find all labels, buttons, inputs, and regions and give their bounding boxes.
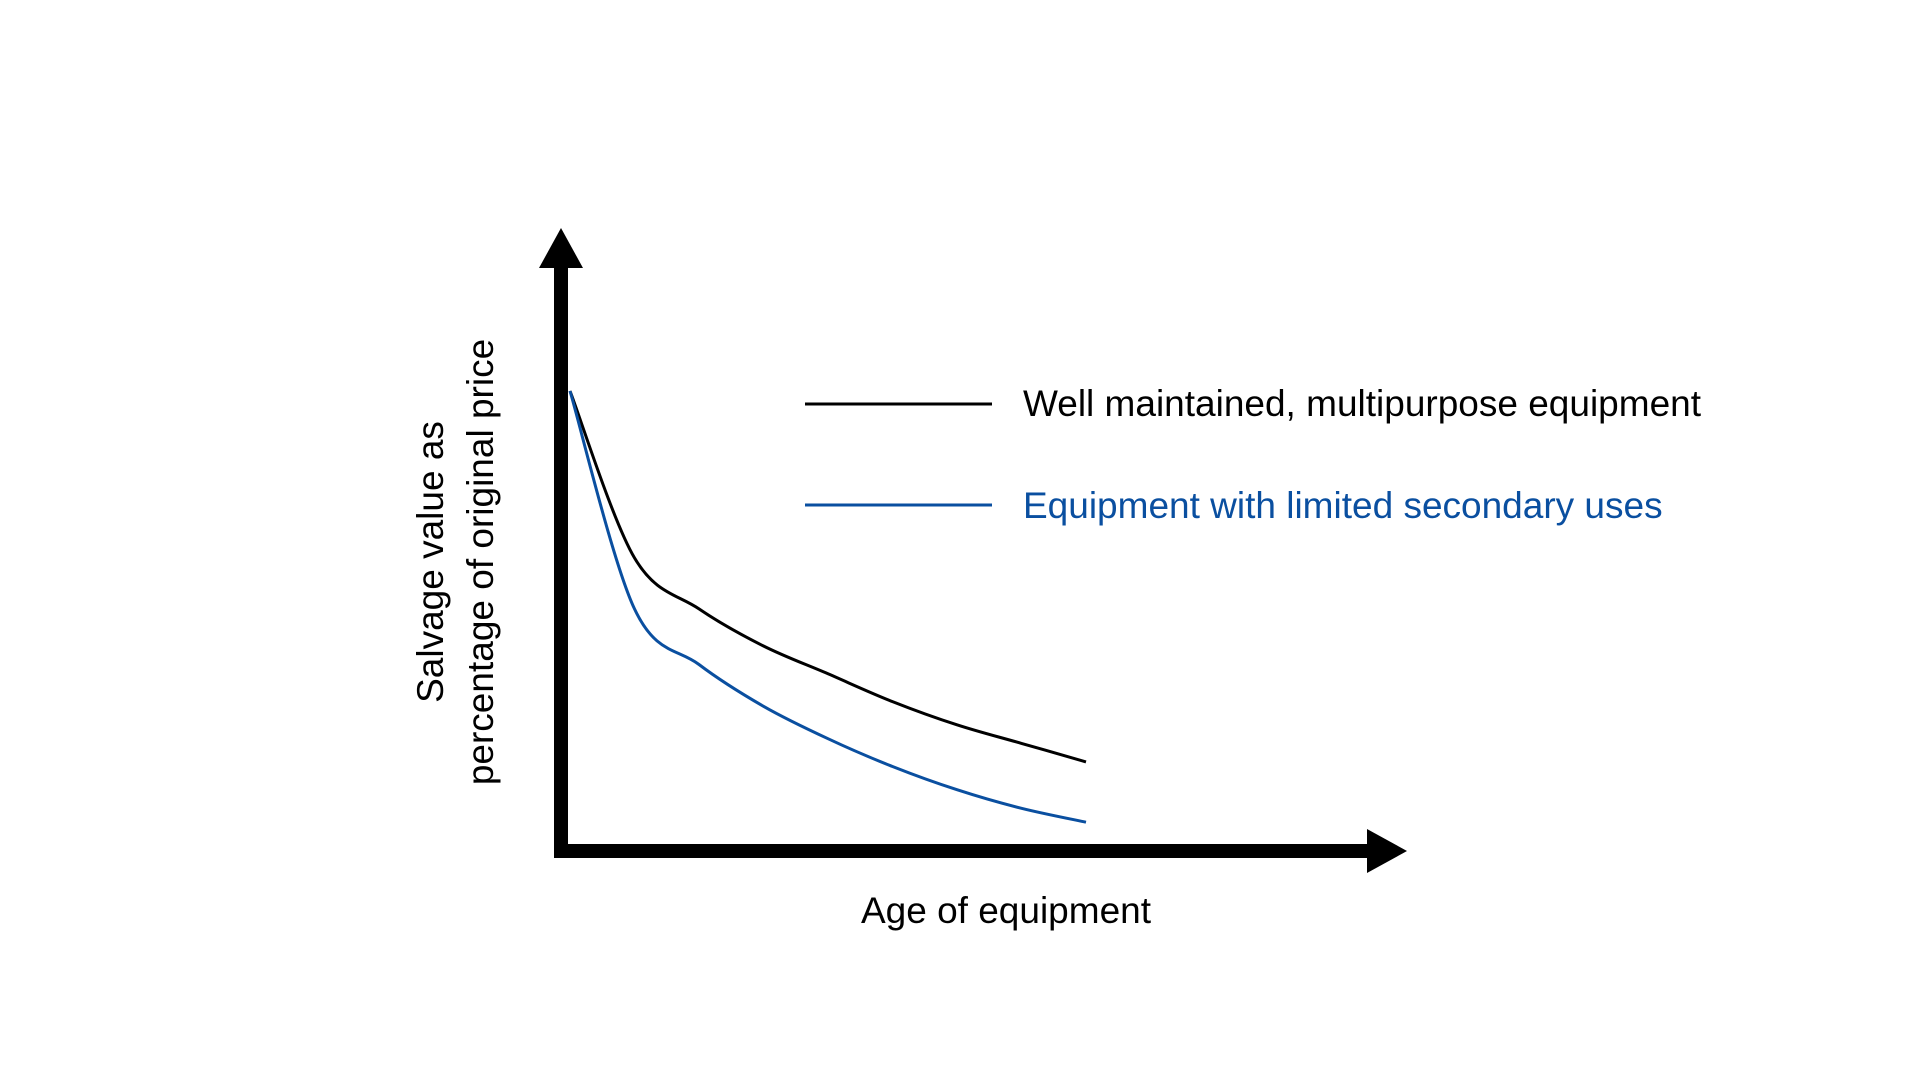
y-axis-label-line-2: percentage of original price: [460, 339, 501, 785]
legend: Well maintained, multipurpose equipment …: [805, 383, 1702, 526]
x-axis-arrow-icon: [1367, 829, 1407, 873]
y-axis-label: Salvage value as percentage of original …: [410, 339, 501, 785]
series-line-1: [568, 390, 1087, 764]
x-axis-label: Age of equipment: [861, 890, 1152, 931]
y-axis-label-line-1: Salvage value as: [410, 421, 451, 703]
y-axis-arrow-icon: [539, 228, 583, 268]
series-layer: [568, 390, 1087, 824]
legend-label-series-2: Equipment with limited secondary uses: [1023, 485, 1663, 526]
series-line-2: [568, 390, 1087, 824]
legend-label-series-1: Well maintained, multipurpose equipment: [1023, 383, 1702, 424]
